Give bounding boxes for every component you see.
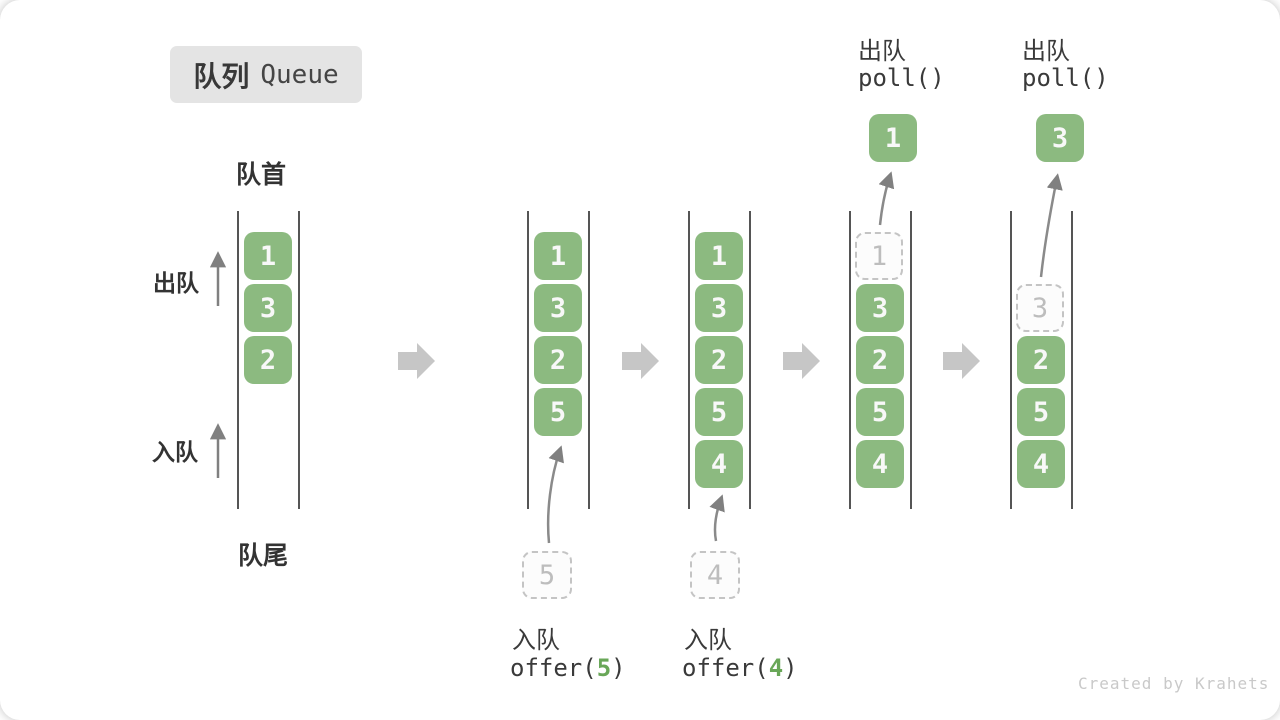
queue-item: 5 [534,388,582,436]
queue-item: 1 [534,232,582,280]
removed-item-placeholder: 1 [855,232,903,280]
queue-item: 5 [856,388,904,436]
queue-item: 3 [695,284,743,332]
offer4-code-open: offer( [682,654,769,682]
queue-item: 3 [856,284,904,332]
queue-item: 3 [244,284,292,332]
offer4-arg: 4 [768,654,784,682]
incoming-item-4: 4 [690,551,740,599]
queue-item: 2 [244,336,292,384]
incoming-item-5: 5 [522,551,572,599]
offer5-code-open: offer( [510,654,597,682]
queue-item: 3 [534,284,582,332]
offer5-code-close: ) [611,654,626,682]
queue-item: 5 [1017,388,1065,436]
polled-item-1: 1 [869,114,917,162]
enqueue-side-label: 入队 [152,439,198,465]
queue-item: 4 [856,440,904,488]
queue-state-3: 1 3 2 5 4 [688,211,751,509]
state-transition-arrow-1 [398,343,435,379]
removed-item-placeholder: 3 [1016,284,1064,332]
queue-item: 2 [856,336,904,384]
credit-text: Created by Krahets [1078,674,1270,693]
offer4-code: offer(4) [682,654,798,682]
poll3-code: poll() [1022,64,1109,92]
queue-rear-label: 队尾 [238,542,289,570]
queue-state-2: 1 3 2 5 [527,211,590,509]
queue-front-label: 队首 [236,161,287,189]
offer4-label-zh: 入队 [684,627,732,654]
queue-state-5: 3 2 5 4 [1010,211,1073,509]
state-transition-arrow-4 [943,343,980,379]
offer5-code: offer(5) [510,654,626,682]
queue-state-4: 1 3 2 5 4 [849,211,912,509]
title-box: 队列 Queue [170,46,362,103]
offer5-arg: 5 [596,654,612,682]
state-transition-arrow-3 [783,343,820,379]
title-zh: 队列 [193,60,250,92]
state-transition-arrow-2 [622,343,659,379]
queue-item: 5 [695,388,743,436]
offer4-code-close: ) [783,654,798,682]
queue-item: 4 [1017,440,1065,488]
offer5-label-zh: 入队 [512,627,560,654]
dequeue-side-label: 出队 [153,270,199,296]
poll1-label-zh: 出队 [858,38,906,65]
poll1-code: poll() [858,64,945,92]
queue-item: 2 [695,336,743,384]
queue-state-1: 1 3 2 [237,211,300,509]
title-en: Queue [260,59,339,90]
queue-item: 1 [244,232,292,280]
queue-item: 4 [695,440,743,488]
poll3-label-zh: 出队 [1022,38,1070,65]
queue-item: 1 [695,232,743,280]
queue-item: 2 [1017,336,1065,384]
queue-item: 2 [534,336,582,384]
polled-item-3: 3 [1036,114,1084,162]
